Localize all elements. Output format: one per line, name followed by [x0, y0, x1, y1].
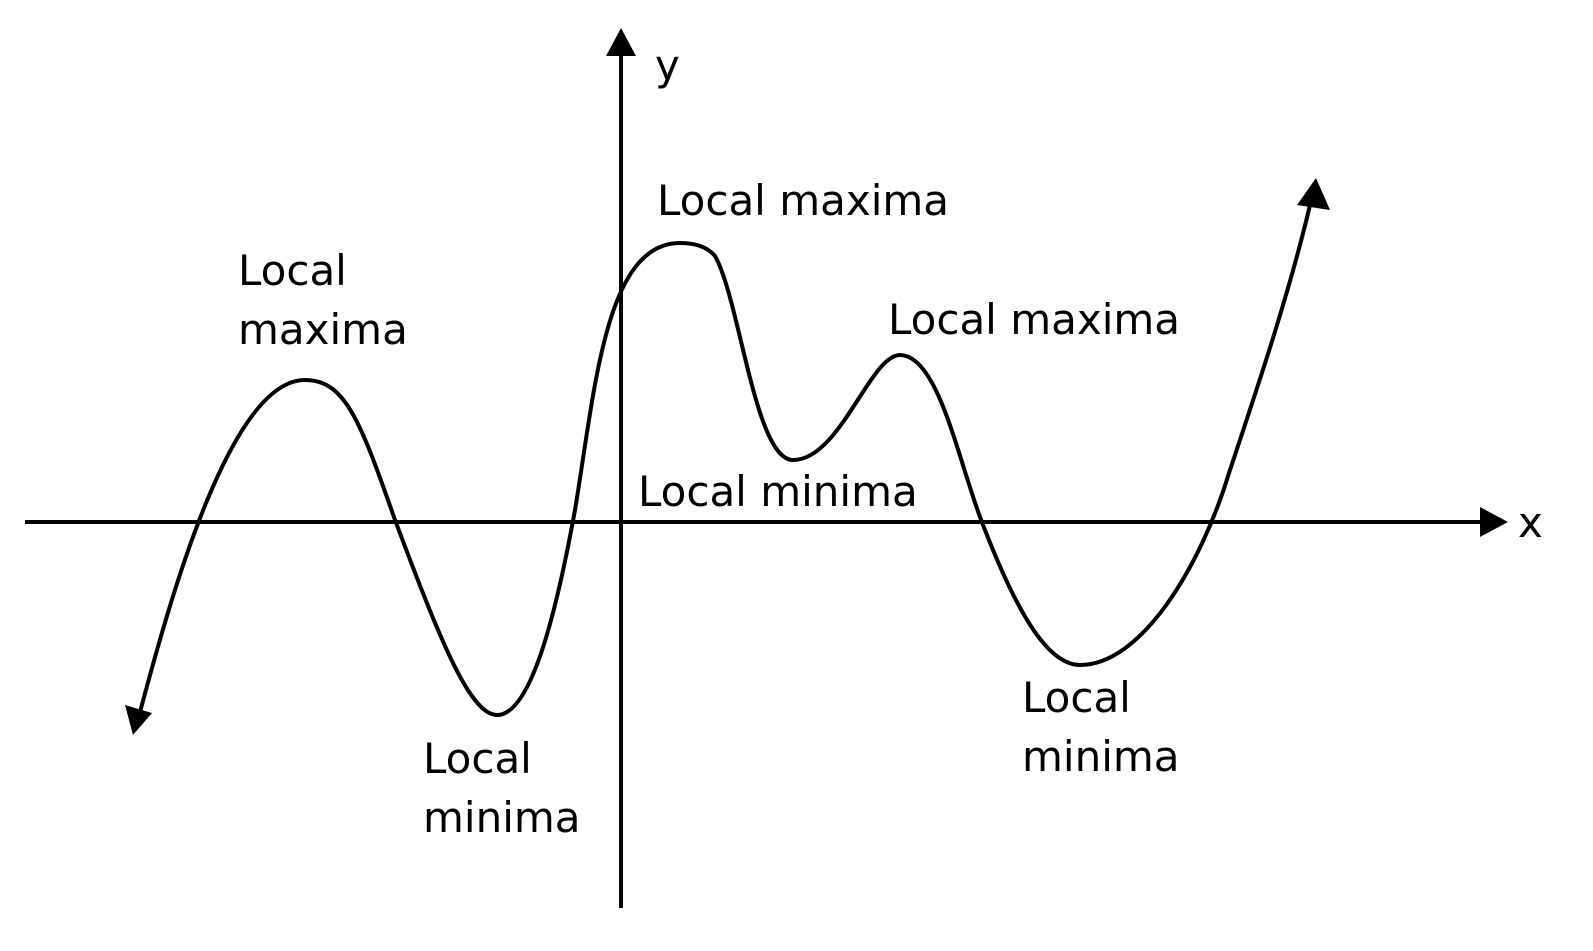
label-max-left-1: Local [238, 246, 347, 295]
curve-start-arrow-icon [125, 705, 152, 735]
label-max-center: Local maxima [657, 176, 949, 225]
label-min-right-2: minima [1022, 732, 1180, 781]
label-min-center: Local minima [638, 467, 918, 516]
x-axis-arrow-icon [1480, 507, 1508, 537]
label-min-left-1: Local [423, 734, 532, 783]
label-max-left-2: maxima [238, 305, 408, 354]
label-min-right-1: Local [1022, 673, 1131, 722]
label-max-right: Local maxima [888, 295, 1180, 344]
curve-end-arrow-icon [1297, 178, 1330, 210]
y-axis-arrow-icon [606, 28, 636, 56]
function-curve [138, 204, 1312, 718]
x-axis-label: x [1518, 498, 1543, 547]
label-min-left-2: minima [423, 793, 581, 842]
y-axis-label: y [655, 41, 680, 90]
